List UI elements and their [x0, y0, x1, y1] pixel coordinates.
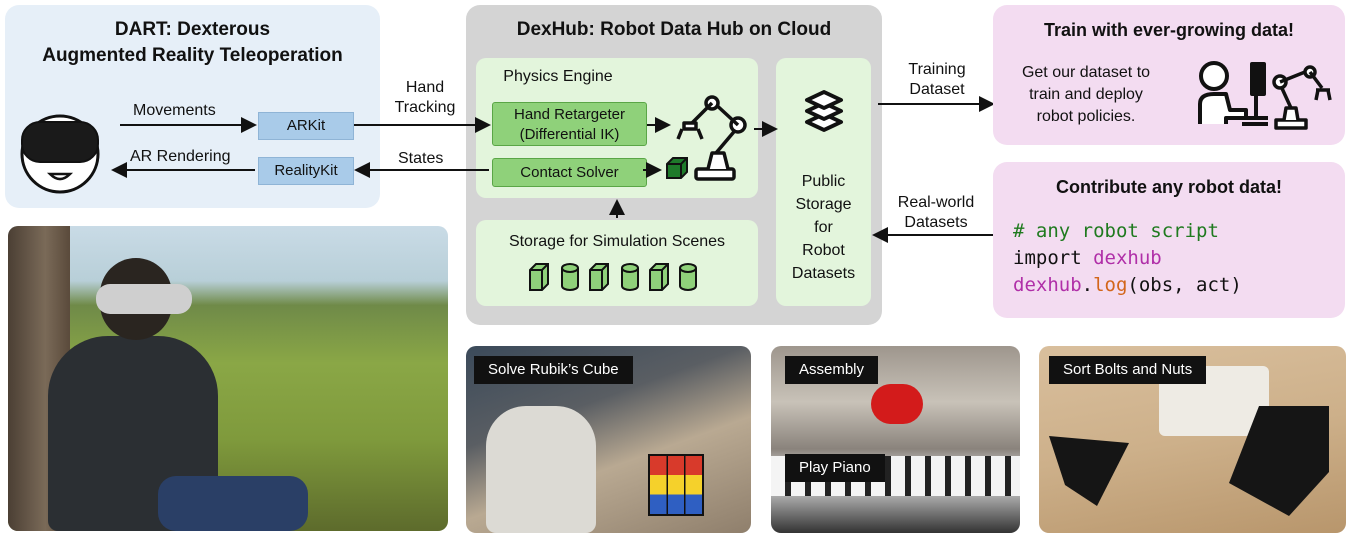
headset-device — [96, 284, 192, 314]
robot-arm-icon — [668, 93, 750, 185]
ar-rendering-label: AR Rendering — [130, 148, 231, 165]
robot-hand-left — [486, 406, 596, 533]
rubiks-photo: Solve Rubik’s Cube — [466, 346, 751, 533]
code-call-dot: . — [1081, 274, 1094, 296]
hand-retargeter-line2: (Differential IK) — [519, 126, 620, 143]
realworld-datasets-label: Real-world Datasets — [884, 193, 988, 233]
hand-tracking-label: Hand Tracking — [385, 78, 465, 118]
storage-sim-panel — [476, 220, 758, 306]
train-line3: robot policies. — [1036, 108, 1136, 125]
hand-tracking-line2: Tracking — [394, 99, 456, 116]
assembly-piano-photo: Assembly Play Piano — [771, 346, 1020, 533]
training-dataset-line1: Training — [908, 61, 966, 78]
realworld-datasets-line1: Real-world — [897, 194, 975, 211]
hand-retargeter-box: Hand Retargeter (Differential IK) — [492, 102, 647, 146]
train-title: Train with ever-growing data! — [1043, 20, 1295, 40]
teleoperation-photo — [8, 226, 448, 531]
physics-engine-label: Physics Engine — [503, 68, 613, 85]
public-storage-line3: for — [814, 219, 833, 236]
dart-title: DART: Dexterous Augmented Reality Teleop… — [5, 17, 380, 69]
bolts-photo: Sort Bolts and Nuts — [1039, 346, 1346, 533]
train-line1: Get our dataset to — [1021, 64, 1151, 81]
person-legs — [158, 476, 308, 531]
movements-label: Movements — [133, 102, 216, 119]
vr-avatar-icon — [18, 104, 102, 196]
layers-icon — [804, 88, 844, 134]
code-call-args: (obs, act) — [1127, 274, 1242, 296]
train-text: Get our dataset to train and deploy robo… — [1006, 62, 1166, 128]
hand-tracking-line1: Hand — [405, 79, 445, 96]
piano-tag: Play Piano — [785, 454, 885, 482]
training-dataset-label: Training Dataset — [892, 60, 982, 100]
person-at-computer-icon — [1196, 58, 1270, 130]
code-snippet: # any robot script import dexhub dexhub.… — [1013, 218, 1242, 299]
arkit-box: ARKit — [258, 112, 354, 140]
dexhub-title: DexHub: Robot Data Hub on Cloud — [516, 19, 832, 40]
gripper-left — [1049, 436, 1129, 506]
realworld-datasets-line2: Datasets — [904, 214, 968, 231]
sim-scenes-icons — [528, 262, 700, 292]
rubiks-tag: Solve Rubik’s Cube — [474, 356, 633, 384]
public-storage-label: Public Storage for Robot Datasets — [776, 170, 871, 285]
hand-retargeter-line1: Hand Retargeter — [514, 106, 625, 123]
code-call-object: dexhub — [1013, 274, 1082, 296]
public-storage-line1: Public — [801, 173, 846, 190]
green-cube-icon — [664, 155, 690, 181]
dart-title-line1: DART: Dexterous — [114, 19, 271, 40]
bolts-tag: Sort Bolts and Nuts — [1049, 356, 1207, 384]
dart-title-line2: Augmented Reality Teleoperation — [42, 45, 343, 66]
storage-sim-label: Storage for Simulation Scenes — [508, 233, 726, 250]
red-part — [871, 384, 923, 424]
realitykit-box: RealityKit — [258, 157, 354, 185]
robot-arm-small-icon — [1272, 62, 1334, 130]
code-line-import: import dexhub — [1013, 245, 1242, 272]
code-line-comment: # any robot script — [1013, 220, 1219, 242]
public-storage-line2: Storage — [795, 196, 852, 213]
public-storage-line5: Datasets — [791, 265, 856, 282]
contribute-panel — [993, 162, 1345, 318]
assembly-tag: Assembly — [785, 356, 879, 384]
public-storage-line4: Robot — [802, 242, 845, 259]
training-dataset-line2: Dataset — [909, 81, 965, 98]
contribute-title: Contribute any robot data! — [1056, 177, 1282, 197]
code-call-fn: log — [1093, 274, 1128, 296]
states-label: States — [398, 150, 444, 167]
code-line-call: dexhub.log(obs, act) — [1013, 272, 1242, 299]
code-import-module: dexhub — [1093, 247, 1162, 269]
train-line2: train and deploy — [1029, 86, 1143, 103]
contact-solver-box: Contact Solver — [492, 158, 647, 187]
code-import-keyword: import — [1013, 247, 1082, 269]
rubiks-cube — [648, 454, 704, 516]
